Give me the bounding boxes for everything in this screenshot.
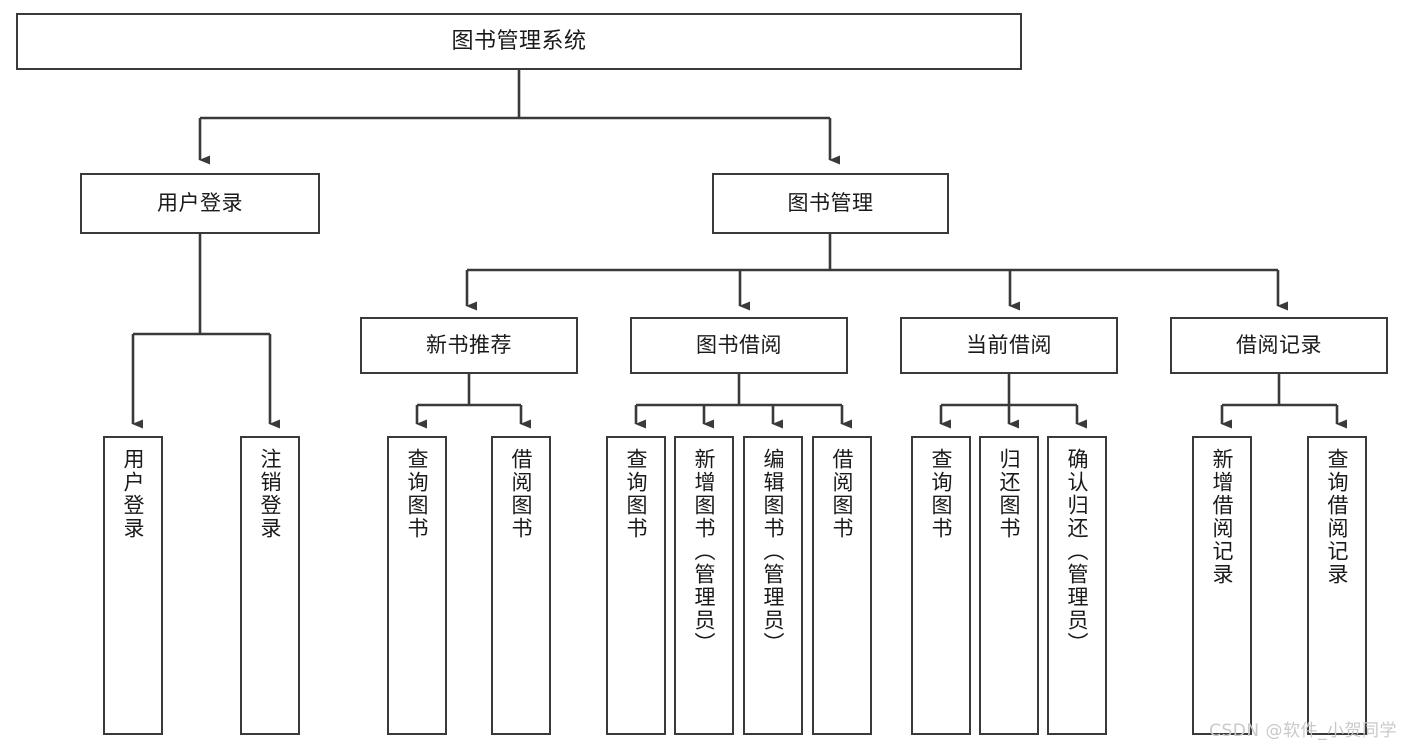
node-leaf-confirm-return-admin[interactable]: 确认归还（管理员） — [1047, 436, 1107, 735]
node-user-login[interactable]: 用户登录 — [80, 173, 320, 234]
node-label: 查询借阅记录 — [1325, 448, 1350, 586]
node-label: 查询图书 — [405, 448, 430, 540]
node-label: 新书推荐 — [426, 333, 512, 358]
node-root-book-management-system[interactable]: 图书管理系统 — [16, 13, 1022, 70]
node-borrowing-records[interactable]: 借阅记录 — [1170, 317, 1388, 374]
node-leaf-add-borrow-record[interactable]: 新增借阅记录 — [1192, 436, 1252, 735]
node-leaf-query-borrow-record[interactable]: 查询借阅记录 — [1307, 436, 1367, 735]
node-label: 图书管理系统 — [451, 28, 587, 54]
node-label: 新增借阅记录 — [1210, 448, 1235, 586]
node-book-management[interactable]: 图书管理 — [712, 173, 949, 234]
node-label: 借阅图书 — [830, 448, 855, 540]
node-label: 借阅记录 — [1236, 333, 1322, 358]
node-label: 用户登录 — [121, 448, 146, 540]
node-leaf-user-login[interactable]: 用户登录 — [103, 436, 163, 735]
node-leaf-query-books-borrow[interactable]: 查询图书 — [606, 436, 666, 735]
node-label: 确认归还（管理员） — [1065, 448, 1090, 655]
node-label: 归还图书 — [997, 448, 1022, 540]
node-label: 用户登录 — [157, 191, 243, 216]
node-leaf-edit-book-admin[interactable]: 编辑图书（管理员） — [743, 436, 803, 735]
node-leaf-return-books[interactable]: 归还图书 — [979, 436, 1039, 735]
node-label: 当前借阅 — [966, 333, 1052, 358]
node-label: 查询图书 — [624, 448, 649, 540]
node-label: 图书借阅 — [696, 333, 782, 358]
node-new-book-recommendation[interactable]: 新书推荐 — [360, 317, 578, 374]
node-leaf-add-book-admin[interactable]: 新增图书（管理员） — [674, 436, 734, 735]
node-book-borrowing[interactable]: 图书借阅 — [630, 317, 848, 374]
node-current-borrowing[interactable]: 当前借阅 — [900, 317, 1118, 374]
node-leaf-query-books-current[interactable]: 查询图书 — [911, 436, 971, 735]
node-leaf-logout[interactable]: 注销登录 — [240, 436, 300, 735]
node-label: 编辑图书（管理员） — [761, 448, 786, 655]
node-label: 借阅图书 — [509, 448, 534, 540]
node-label: 查询图书 — [929, 448, 954, 540]
node-label: 新增图书（管理员） — [692, 448, 717, 655]
watermark-text: CSDN @软件_小贺同学 — [1209, 721, 1397, 741]
node-leaf-borrow-books-newbook[interactable]: 借阅图书 — [491, 436, 551, 735]
node-leaf-borrow-books-borrow[interactable]: 借阅图书 — [812, 436, 872, 735]
node-leaf-query-books-newbook[interactable]: 查询图书 — [387, 436, 447, 735]
node-label: 注销登录 — [258, 448, 283, 540]
node-label: 图书管理 — [787, 191, 874, 216]
